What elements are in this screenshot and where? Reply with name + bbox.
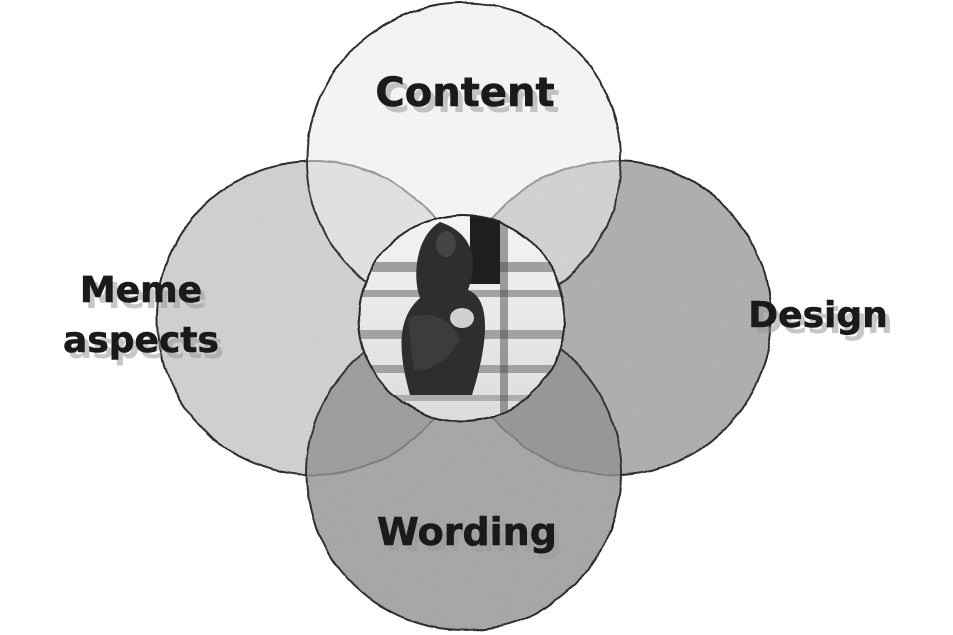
svg-text:Wording: Wording — [382, 516, 562, 560]
label-content: Content Content — [375, 70, 559, 122]
svg-text:Content: Content — [380, 76, 559, 122]
svg-text:Design: Design — [753, 301, 892, 342]
center-photo — [359, 215, 565, 421]
label-meme-aspects: Meme Meme aspects aspects — [63, 270, 224, 367]
svg-text:Wording: Wording — [377, 510, 557, 554]
svg-text:Meme: Meme — [80, 270, 202, 311]
svg-text:Content: Content — [375, 70, 554, 116]
svg-text:aspects: aspects — [68, 326, 224, 367]
svg-text:aspects: aspects — [63, 320, 219, 361]
label-design: Design Design — [748, 295, 893, 342]
svg-text:Meme: Meme — [85, 276, 207, 317]
svg-text:Design: Design — [748, 295, 887, 336]
label-wording: Wording Wording — [377, 510, 562, 560]
